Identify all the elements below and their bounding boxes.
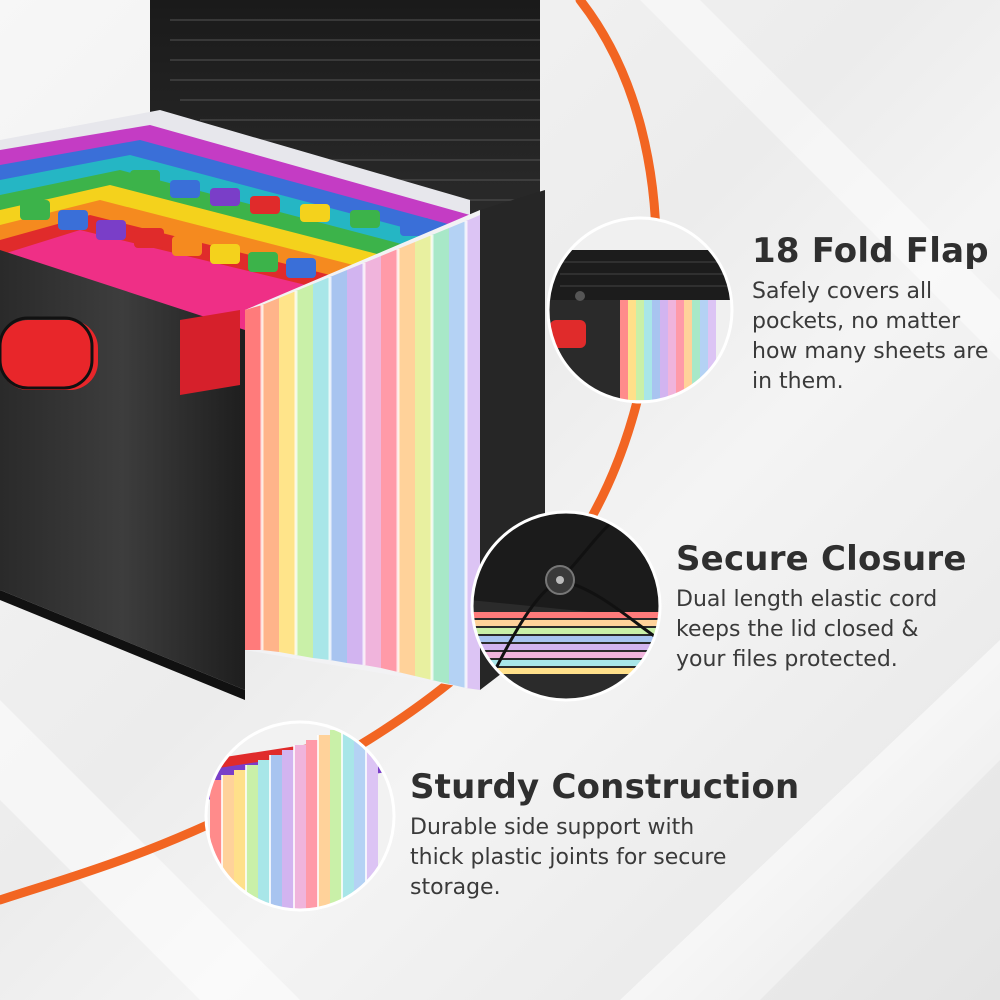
description-line: Dual length elastic cord	[676, 587, 938, 613]
description-line: in them.	[752, 369, 844, 395]
feature-description: Safely covers all pockets, no matter how…	[752, 277, 992, 397]
description-line: keeps the lid closed &	[676, 617, 919, 643]
feature-fold-flap: 18 Fold Flap Safely covers all pockets, …	[752, 231, 992, 397]
feature-title: Secure Closure	[676, 539, 967, 579]
feature-description: Durable side support with thick plastic …	[410, 813, 810, 903]
fold-flap-closeup	[548, 218, 732, 402]
description-line: storage.	[410, 875, 501, 901]
description-line: thick plastic joints for secure	[410, 845, 727, 871]
description-line: Durable side support with	[410, 815, 695, 841]
feature-secure-closure: Secure Closure Dual length elastic cord …	[676, 539, 976, 675]
secure-closure-closeup	[472, 512, 660, 700]
expanding-file-organizer	[0, 0, 545, 700]
feature-description: Dual length elastic cord keeps the lid c…	[676, 585, 976, 675]
feature-title: Sturdy Construction	[410, 767, 800, 807]
description-line: how many sheets are	[752, 339, 989, 365]
description-line: pockets, no matter	[752, 309, 961, 335]
feature-title: 18 Fold Flap	[752, 231, 989, 271]
description-line: Safely covers all	[752, 279, 933, 305]
description-line: your files protected.	[676, 647, 898, 673]
feature-sturdy-construction: Sturdy Construction Durable side support…	[410, 767, 810, 903]
sturdy-construction-closeup	[206, 722, 394, 910]
